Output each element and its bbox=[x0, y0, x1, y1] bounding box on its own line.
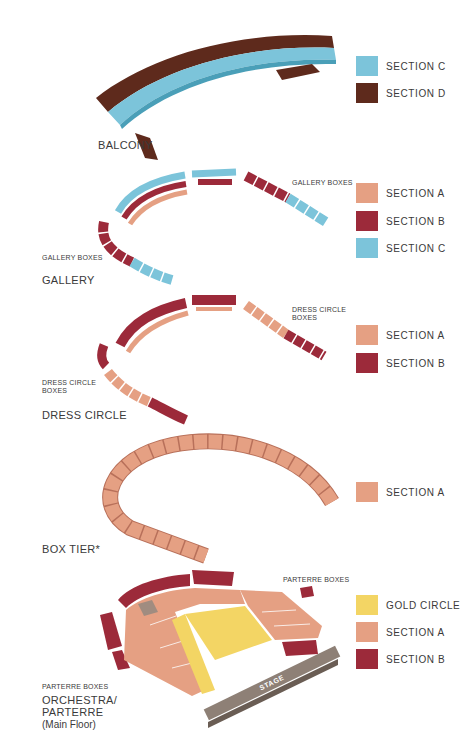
legend-text: SECTION A bbox=[386, 330, 445, 341]
legend-text: SECTION B bbox=[386, 654, 445, 665]
legend-entry: SECTION A bbox=[356, 621, 445, 643]
level-name: BOX TIER* bbox=[42, 543, 100, 555]
legend-text: SECTION A bbox=[386, 627, 445, 638]
legend-entry: SECTION A bbox=[356, 324, 445, 346]
legend-entry: SECTION B bbox=[356, 648, 445, 670]
legend-swatch bbox=[356, 622, 378, 642]
legend-text: SECTION B bbox=[386, 358, 445, 369]
box-label: DRESS CIRCLE BOXES bbox=[292, 306, 350, 322]
legend-swatch bbox=[356, 482, 378, 502]
level-name: GALLERY bbox=[42, 274, 95, 286]
box-label: GALLERY BOXES bbox=[42, 254, 103, 262]
box-label: PARTERRE BOXES bbox=[42, 683, 108, 691]
level-name: DRESS CIRCLE bbox=[42, 409, 127, 421]
level-name: BALCONY bbox=[98, 139, 153, 151]
level-note: (Main Floor) bbox=[42, 719, 96, 730]
legend-swatch bbox=[356, 649, 378, 669]
legend-entry: SECTION B bbox=[356, 210, 445, 232]
legend-text: SECTION C bbox=[386, 61, 446, 72]
legend-swatch bbox=[356, 238, 378, 258]
legend-text: SECTION A bbox=[386, 487, 445, 498]
legend-entry: SECTION C bbox=[356, 55, 446, 77]
legend-swatch bbox=[356, 353, 378, 373]
legend-swatch bbox=[356, 83, 378, 103]
legend-entry: SECTION C bbox=[356, 237, 446, 259]
legend-swatch bbox=[356, 325, 378, 345]
legend-text: SECTION B bbox=[386, 216, 445, 227]
legend-text: SECTION A bbox=[386, 188, 445, 199]
legend-entry: SECTION D bbox=[356, 82, 446, 104]
legend-text: SECTION C bbox=[386, 243, 446, 254]
level-name: ORCHESTRA/ PARTERRE bbox=[42, 694, 122, 718]
legend-entry: SECTION A bbox=[356, 182, 445, 204]
legend-entry: SECTION B bbox=[356, 352, 445, 374]
legend-swatch bbox=[356, 56, 378, 76]
legend-entry: GOLD CIRCLE bbox=[356, 594, 460, 616]
legend-swatch bbox=[356, 183, 378, 203]
legend-swatch bbox=[356, 211, 378, 231]
box-label: GALLERY BOXES bbox=[292, 179, 353, 187]
legend-entry: SECTION A bbox=[356, 481, 445, 503]
stage-band: STAGE bbox=[204, 646, 341, 721]
legend-text: GOLD CIRCLE bbox=[386, 600, 460, 611]
legend-swatch bbox=[356, 595, 378, 615]
box-label: DRESS CIRCLE BOXES bbox=[42, 379, 100, 395]
box-label: PARTERRE BOXES bbox=[283, 576, 349, 584]
legend-text: SECTION D bbox=[386, 88, 446, 99]
